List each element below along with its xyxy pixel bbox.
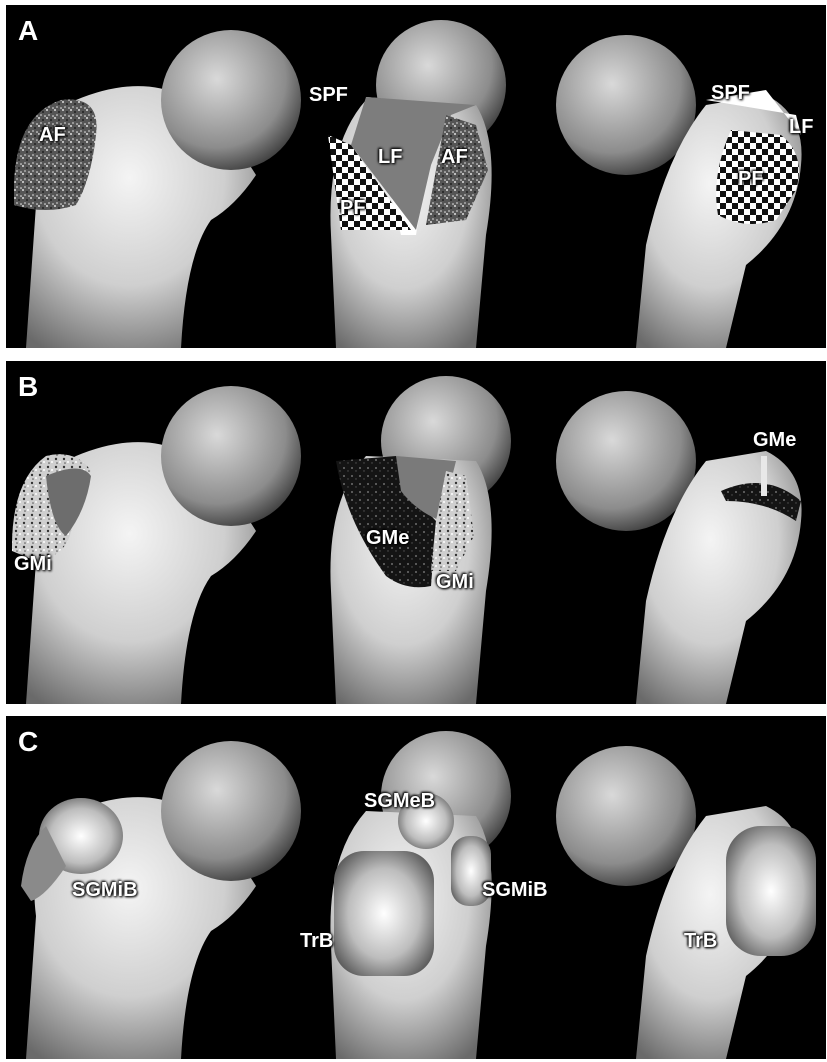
label-sgmib-left: SGMiB	[72, 880, 138, 900]
label-spf-middle: SPF	[309, 85, 348, 105]
label-sgmib-middle: SGMiB	[482, 880, 548, 900]
label-gme-middle: GMe	[366, 528, 409, 548]
label-pf-right: PF	[738, 169, 764, 189]
panel-b-image	[6, 361, 826, 704]
femur-right-view	[556, 35, 802, 348]
label-af-middle: AF	[441, 147, 468, 167]
panel-b: B GMi GMe GMi GMe	[6, 361, 826, 704]
label-lf-middle: LF	[378, 147, 402, 167]
label-af-left: AF	[39, 125, 66, 145]
panel-b-letter: B	[18, 373, 38, 401]
label-trb-right: TrB	[684, 931, 717, 951]
label-trb-middle: TrB	[300, 931, 333, 951]
femur-left-view	[21, 741, 301, 1059]
femur-left-view	[14, 30, 301, 348]
panel-a-image	[6, 5, 826, 348]
label-spf-right: SPF	[711, 83, 750, 103]
femur-middle-view	[330, 376, 511, 704]
label-lf-right: LF	[789, 117, 813, 137]
label-gmi-middle: GMi	[436, 572, 474, 592]
panel-c: C SGMiB SGMeB TrB SGMiB TrB	[6, 716, 826, 1059]
label-gmi-left: GMi	[14, 554, 52, 574]
label-sgmeb-middle: SGMeB	[364, 791, 435, 811]
femur-right-view	[556, 746, 816, 1059]
label-gme-right: GMe	[753, 430, 796, 450]
femur-left-view	[12, 386, 301, 704]
label-pf-middle: PF	[340, 198, 366, 218]
panel-c-letter: C	[18, 728, 38, 756]
panel-a: A AF SPF LF AF PF SPF LF PF	[6, 5, 826, 348]
femur-middle-view	[328, 20, 506, 348]
panel-a-letter: A	[18, 17, 38, 45]
